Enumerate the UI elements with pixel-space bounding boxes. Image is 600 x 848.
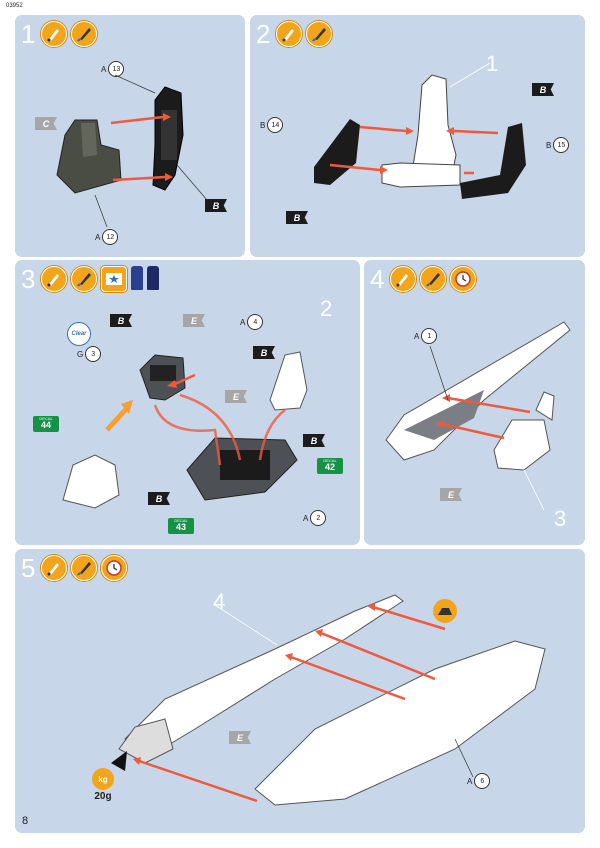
step-number: 4 [370,264,385,294]
step-3-illustration [62,351,308,509]
glue-icon [390,266,416,292]
drying-time-icon [101,555,127,581]
step-4-illustration [385,321,571,511]
part-callout-3: G 3 [77,346,102,362]
paint-brush-icon [71,555,97,581]
part-callout-14: B 14 [260,117,284,133]
color-flag-e: E [440,488,462,501]
color-flag-b: B [253,346,275,359]
step-5-illustration [111,594,546,806]
part-callout-6: A 6 [467,773,491,789]
step-1-panel: 1 A 13 A 12 C B [15,15,245,257]
page-number: 8 [22,815,29,827]
color-flag-b: B [148,492,170,505]
step-icons [390,266,476,292]
part-callout-12: A 12 [95,229,119,245]
step-number: 1 [21,19,36,49]
glue-icon [41,266,67,292]
part-callout-15: B 15 [546,137,570,153]
assembly-reference: 1 [486,51,499,76]
step-icons [41,266,159,292]
glue-icon [41,21,67,47]
decal-43: DECAL 43 [168,518,194,534]
assembly-reference: 4 [213,589,226,614]
step-icons [41,555,127,581]
glue-icon [276,21,302,47]
step-number: 3 [21,264,36,294]
color-flag-c: C [35,117,57,130]
assembly-icon [433,599,457,623]
paint-brush-icon [306,21,332,47]
assembly-reference: 3 [554,506,567,531]
step-number: 5 [21,553,36,583]
step-2-panel: 2 1 B 14 B 15 B B [250,15,585,257]
step-4-panel: 4 3 A 1 E [364,260,585,545]
step-icons [276,21,332,47]
paint-brush-icon [420,266,446,292]
color-flag-e: E [225,390,247,403]
decal-sheet-icon [101,266,127,292]
paint-brush-icon [71,21,97,47]
paint-brush-icon [71,266,97,292]
color-flag-b: B [110,314,132,327]
glue-icon [41,555,67,581]
decal-44: DECAL 44 [33,416,59,432]
part-callout-4: A 4 [240,314,264,330]
color-flag-b: B [532,83,554,96]
decal-fix-bottle-icon [131,266,143,290]
doc-code: 03952 [6,3,23,9]
color-flag-b: B [303,434,325,447]
step-2-illustration [314,62,526,199]
weight-amount: 20g [94,791,112,802]
step-number: 2 [256,19,271,49]
assembly-reference: 2 [320,296,333,321]
clear-paint-badge: Clear [67,322,91,346]
drying-time-icon [450,266,476,292]
step-icons [41,21,97,47]
color-flag-b: B [205,199,227,212]
step-3-panel: 3 Clear 2 A 4 G 3 A 2 B E B E B B DECAL … [15,260,360,545]
nose-weight: kg 20g [92,768,114,802]
part-callout-2: A 2 [303,510,327,526]
weight-icon: kg [92,768,114,790]
part-callout-1: A 1 [414,328,438,344]
decal-42: DECAL 42 [317,458,343,474]
part-callout-13: A 13 [101,61,125,77]
color-flag-e: E [183,314,205,327]
color-flag-b: B [286,211,308,224]
decal-soft-bottle-icon [147,266,159,290]
step-1-illustration [56,74,208,228]
color-flag-e: E [229,731,251,744]
